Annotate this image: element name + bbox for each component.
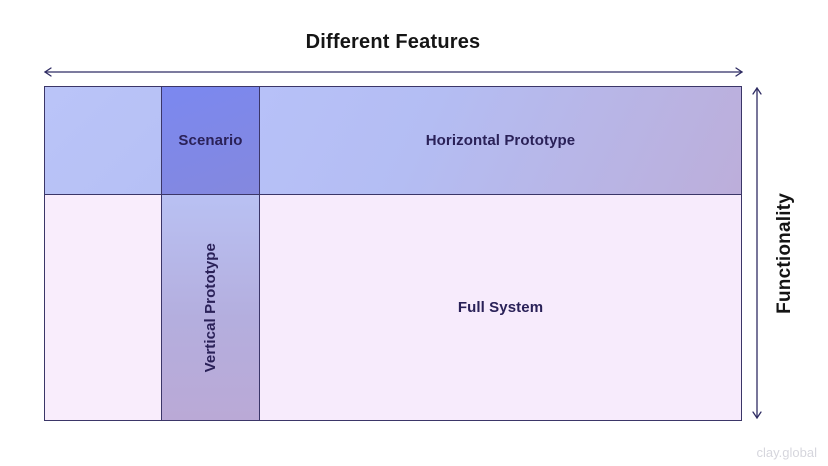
cell-horizontal-prototype-label: Horizontal Prototype <box>425 132 576 149</box>
cell-full-system-label: Full System <box>457 299 544 316</box>
cell-scenario: Scenario <box>162 87 260 195</box>
arrow-right-icon <box>735 67 744 77</box>
arrow-down-icon <box>752 411 762 420</box>
cell-vertical-prototype: Vertical Prototype <box>162 195 260 420</box>
arrow-up-icon <box>752 86 762 95</box>
cell-scenario-label: Scenario <box>178 132 243 149</box>
y-axis-title-text: Functionality <box>774 193 795 314</box>
prototype-matrix: Scenario Horizontal Prototype Vertical P… <box>44 86 742 421</box>
cell-unlabeled-top-left <box>45 87 162 195</box>
x-axis-title: Different Features <box>305 31 481 53</box>
cell-vertical-prototype-label: Vertical Prototype <box>202 242 219 373</box>
watermark: clay.global <box>756 445 817 460</box>
y-axis-title: Functionality <box>764 86 806 421</box>
arrow-left-icon <box>43 67 52 77</box>
x-axis-arrow <box>43 67 744 77</box>
cell-horizontal-prototype: Horizontal Prototype <box>260 87 741 195</box>
cell-full-system: Full System <box>260 195 741 420</box>
cell-unlabeled-bottom-left <box>45 195 162 420</box>
y-axis-arrow <box>752 86 762 420</box>
